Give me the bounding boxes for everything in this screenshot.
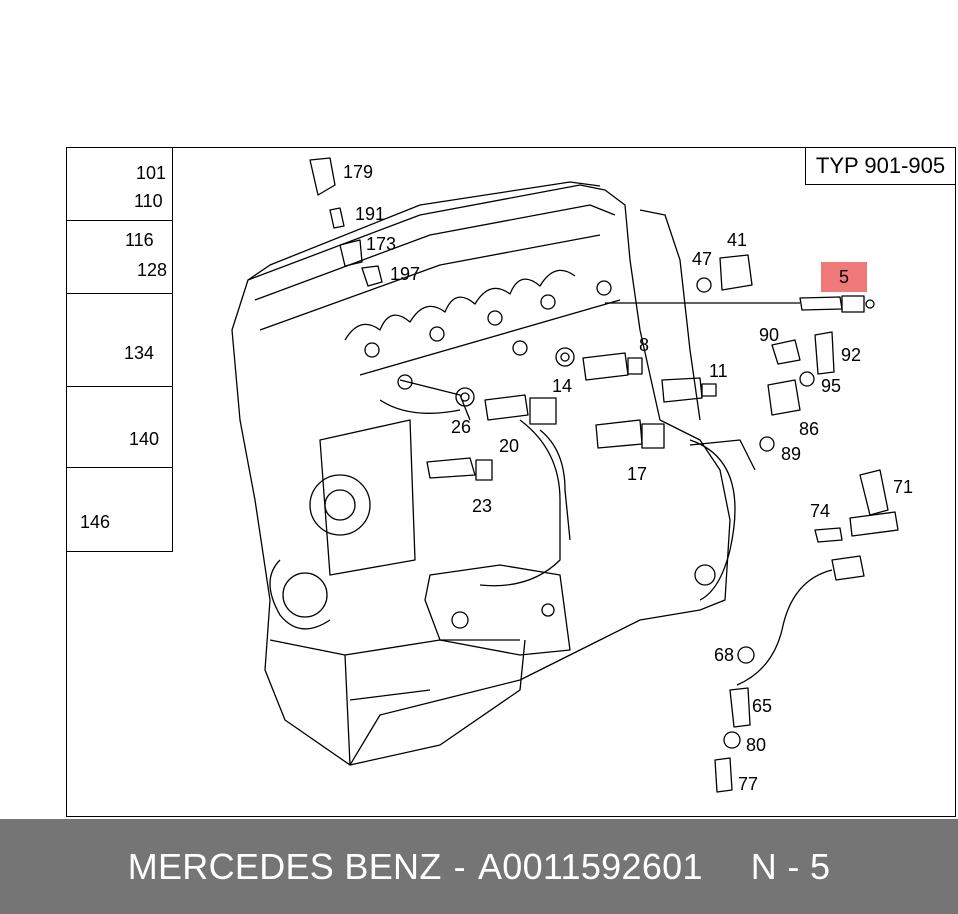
part-cell-146 bbox=[66, 467, 173, 552]
callout-17: 17 bbox=[627, 464, 648, 484]
callout-68: 68 bbox=[714, 645, 735, 665]
callout-41: 41 bbox=[727, 230, 748, 250]
callout-146: 146 bbox=[80, 512, 111, 532]
position-label: N - 5 bbox=[750, 845, 831, 887]
callout-86: 86 bbox=[799, 419, 820, 439]
callout-197: 197 bbox=[390, 264, 421, 284]
callout-101: 101 bbox=[136, 163, 167, 183]
footer-separator: - bbox=[453, 845, 466, 887]
callout-20: 20 bbox=[499, 436, 520, 456]
footer-bar: MERCEDES BENZ - A0011592601 N - 5 bbox=[0, 819, 958, 914]
callout-89: 89 bbox=[781, 444, 802, 464]
callout-110: 110 bbox=[134, 191, 163, 211]
callout-95: 95 bbox=[821, 376, 842, 396]
callout-80: 80 bbox=[746, 735, 767, 755]
callout-173: 173 bbox=[366, 234, 397, 254]
highlighted-part-5[interactable]: 5 bbox=[821, 262, 867, 292]
callout-65: 65 bbox=[752, 696, 773, 716]
part-cell-140 bbox=[66, 386, 173, 467]
callout-11: 11 bbox=[709, 361, 728, 381]
callout-71: 71 bbox=[893, 477, 914, 497]
callout-140: 140 bbox=[129, 429, 160, 449]
callout-14: 14 bbox=[552, 376, 573, 396]
highlighted-part-number: 5 bbox=[838, 267, 849, 287]
callout-116: 116 bbox=[125, 230, 154, 250]
callout-74: 74 bbox=[810, 501, 831, 521]
diagram-frame bbox=[66, 147, 956, 817]
callout-179: 179 bbox=[343, 162, 374, 182]
callout-77: 77 bbox=[738, 774, 759, 794]
part-cell-101 bbox=[66, 147, 173, 220]
footer-caption: MERCEDES BENZ - A0011592601 N - 5 bbox=[0, 819, 958, 914]
callout-134: 134 bbox=[124, 343, 155, 363]
part-cell-116 bbox=[66, 220, 173, 293]
part-cell-134 bbox=[66, 293, 173, 386]
brand-name: MERCEDES BENZ bbox=[127, 845, 442, 887]
callout-92: 92 bbox=[841, 345, 862, 365]
callout-90: 90 bbox=[759, 325, 780, 345]
part-number: A0011592601 bbox=[477, 845, 703, 887]
callout-26: 26 bbox=[451, 417, 472, 437]
callout-23: 23 bbox=[472, 496, 493, 516]
callout-47: 47 bbox=[692, 249, 713, 269]
callout-128: 128 bbox=[137, 260, 168, 280]
model-range-label: TYP 901-905 bbox=[805, 147, 956, 185]
callout-8: 8 bbox=[639, 335, 650, 355]
callout-191: 191 bbox=[355, 204, 386, 224]
